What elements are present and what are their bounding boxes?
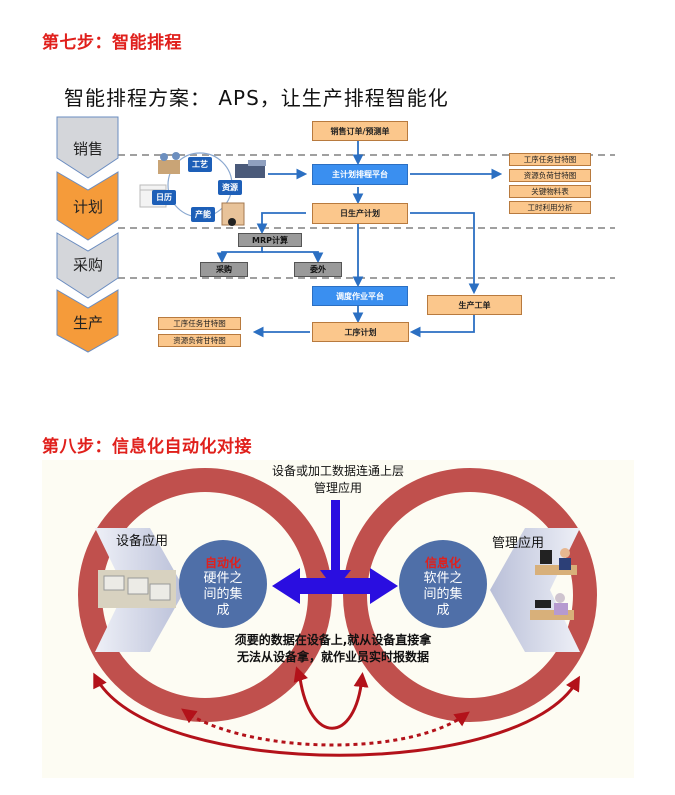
phase-label-plan: 计划: [72, 198, 103, 216]
cycle-label-capacity: 产能: [191, 207, 215, 222]
management-app-label: 管理应用: [492, 536, 545, 551]
top-caption-line1: 设备或加工数据连通上层: [271, 464, 404, 478]
cycle-label-resource: 资源: [218, 180, 242, 195]
automation-circle: [179, 540, 267, 628]
right-chevron-shape: [490, 528, 580, 652]
equipment-icon: [98, 570, 176, 608]
equipment-app-label: 设备应用: [116, 534, 169, 549]
inner-feedback-arrow: [298, 672, 369, 730]
box-sales-order: 销售订单/预测单: [312, 121, 408, 141]
aps-diagram-lines: [56, 116, 615, 353]
box-mrp: MRP计算: [238, 233, 302, 247]
box-daily-plan: 日生产计划: [312, 203, 408, 224]
automation-line: 成: [216, 603, 230, 618]
right-ring: [343, 468, 597, 722]
phase-label-sales: 销售: [72, 140, 103, 158]
worker-boxes-icon: [221, 202, 245, 226]
informatization-circle: [399, 540, 487, 628]
output-left-gantt-task: 工序任务甘特图: [158, 317, 241, 330]
box-outsource: 委外: [294, 262, 342, 277]
outer-feedback-arrow: [96, 675, 581, 757]
automation-line: 间的集: [203, 587, 243, 602]
machine-icon: [235, 160, 266, 178]
box-work-order: 生产工单: [427, 295, 522, 315]
section8-heading: 第八步：信息化自动化对接: [42, 437, 252, 457]
phase-label-purchase: 采购: [72, 256, 103, 274]
box-process-plan: 工序计划: [312, 322, 409, 342]
bottom-caption: 须要的数据在设备上,就从设备直接拿 无法从设备拿，就作业员实时报数据: [183, 632, 483, 666]
box-dispatch: 调度作业平台: [312, 286, 408, 306]
automation-text: 自动化 硬件之 间的集 成: [183, 555, 263, 619]
section7-heading: 第七步：智能排程: [42, 33, 182, 53]
informatization-line: 软件之: [423, 571, 463, 586]
output-left-gantt-load: 资源负荷甘特图: [158, 334, 241, 347]
informatization-title: 信息化: [424, 556, 461, 570]
bottom-caption-line1: 须要的数据在设备上,就从设备直接拿: [234, 633, 432, 647]
left-ring: [78, 468, 332, 722]
bottom-caption-line2: 无法从设备拿，就作业员实时报数据: [236, 650, 429, 664]
informatization-line: 间的集: [423, 587, 463, 602]
cycle-label-calendar: 日历: [152, 190, 176, 205]
workers-icon: [158, 152, 180, 174]
automation-title: 自动化: [204, 556, 241, 570]
phase-chevrons: [56, 116, 119, 353]
section7-subtitle: 智能排程方案： APS，让生产排程智能化: [64, 86, 449, 110]
cycle-label-process: 工艺: [188, 157, 212, 172]
office-worker-icon: [535, 548, 577, 575]
informatization-line: 成: [436, 603, 450, 618]
box-purchase: 采购: [200, 262, 248, 277]
output-right-key-material: 关键物料表: [509, 185, 591, 198]
top-caption: 设备或加工数据连通上层 管理应用: [233, 463, 443, 497]
output-right-gantt-load: 资源负荷甘特图: [509, 169, 591, 182]
phase-label-production: 生产: [72, 314, 103, 332]
box-master-plan: 主计划排程平台: [312, 164, 408, 185]
output-right-labor-analysis: 工时利用分析: [509, 201, 591, 214]
output-right-gantt-task: 工序任务甘特图: [509, 153, 591, 166]
informatization-text: 信息化 软件之 间的集 成: [403, 555, 483, 619]
office-worker-2-icon: [530, 593, 574, 620]
dotted-feedback-arrow: [189, 711, 470, 747]
automation-line: 硬件之: [203, 571, 243, 586]
top-caption-line2: 管理应用: [313, 481, 362, 495]
double-arrow: [272, 500, 398, 604]
